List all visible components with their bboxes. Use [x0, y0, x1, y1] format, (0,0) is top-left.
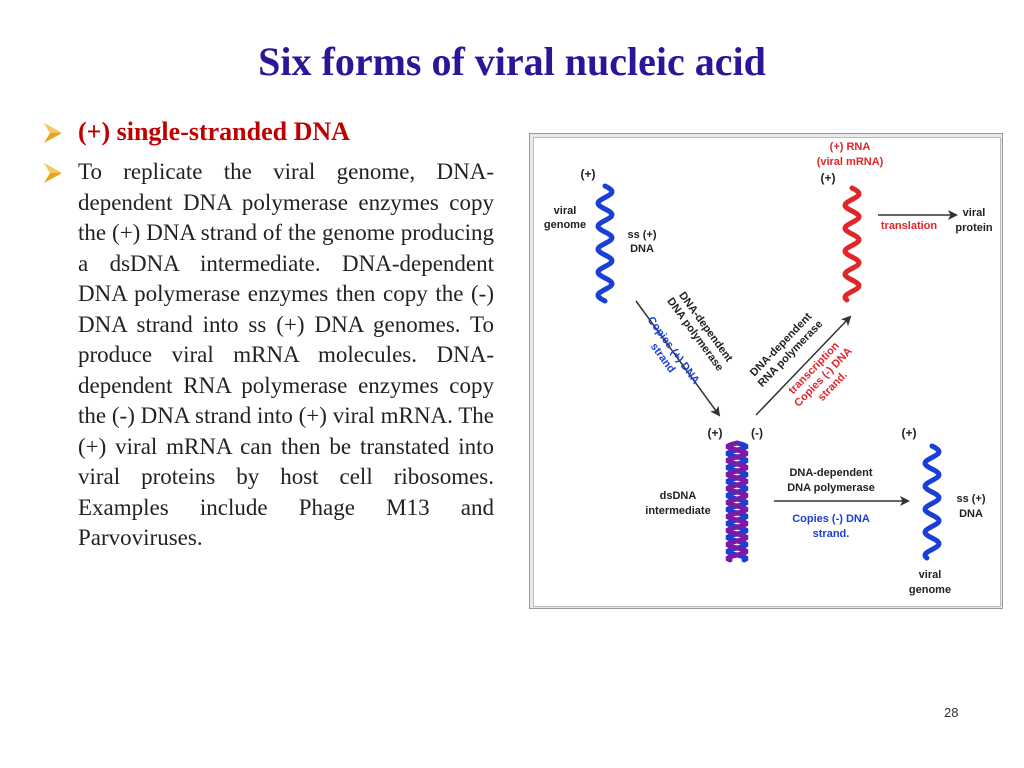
bottom-right-ss-label: ss (+) — [956, 493, 985, 505]
top-right-rna-label: (+) RNA — [830, 141, 871, 153]
diagram-svg: (+) viral genome ss (+) DNA (+) RNA (vir… — [544, 141, 993, 596]
bullet-heading-text: (+) single-stranded DNA — [78, 117, 350, 146]
bottom-right-genome-label: genome — [909, 584, 951, 596]
top-left-plus-label: (+) — [581, 167, 596, 181]
arrow-to-dsdna — [635, 300, 721, 417]
top-right-protein-label: protein — [955, 222, 993, 234]
ds-minus-label: (-) — [751, 426, 763, 440]
arrowhead-bullet-icon — [44, 163, 62, 183]
right-diagonal-labels: DNA-dependent RNA polymerase transcripti… — [748, 311, 855, 410]
left-diagonal-labels: DNA-dependent DNA polymerase Copies (+) … — [645, 290, 735, 387]
bottom-right-plus-label: (+) — [902, 426, 917, 440]
bottom-right-dna-label: DNA — [959, 508, 983, 520]
bullet-body-text: To replicate the viral genome, DNA-depen… — [78, 159, 494, 550]
top-left-viral-label: viral — [554, 205, 577, 217]
translation-label: translation — [881, 220, 938, 232]
dsdna-minus-strand — [725, 440, 749, 563]
bottom-enzyme-line2: DNA polymerase — [787, 482, 875, 494]
arrowhead-bullet-icon — [44, 123, 62, 143]
dsdna-label: dsDNA — [660, 490, 697, 502]
plus-rna-strand — [842, 185, 862, 303]
top-left-ss-label: ss (+) — [627, 229, 656, 241]
intermediate-label: intermediate — [645, 505, 710, 517]
replication-diagram: (+) viral genome ss (+) DNA (+) RNA (vir… — [529, 133, 1003, 609]
diagram-canvas: (+) viral genome ss (+) DNA (+) RNA (vir… — [533, 137, 1001, 607]
bullet-heading: (+) single-stranded DNA — [42, 115, 494, 149]
ss-plus-dna-strand-bottom — [922, 443, 942, 561]
slide-title: Six forms of viral nucleic acid — [258, 39, 766, 84]
page-number: 28 — [944, 705, 959, 720]
bottom-copies-line1: Copies (-) DNA — [792, 513, 870, 525]
bullet-body: To replicate the viral genome, DNA-depen… — [42, 157, 494, 554]
arrow-to-rna — [755, 315, 852, 416]
ds-plus-label: (+) — [708, 426, 723, 440]
top-right-plus-label: (+) — [821, 171, 836, 185]
bottom-right-viral-label: viral — [919, 569, 942, 581]
top-left-dna-label: DNA — [630, 243, 654, 255]
bottom-enzyme-line1: DNA-dependent — [789, 467, 872, 479]
ss-plus-dna-strand-top — [595, 183, 615, 304]
bottom-copies-line2: strand. — [813, 528, 850, 540]
top-right-mrna-label: (viral mRNA) — [817, 156, 884, 168]
top-left-genome-label: genome — [544, 219, 586, 231]
bullet-list: (+) single-stranded DNA To replicate the… — [42, 115, 494, 554]
top-right-viral-label: viral — [963, 207, 986, 219]
